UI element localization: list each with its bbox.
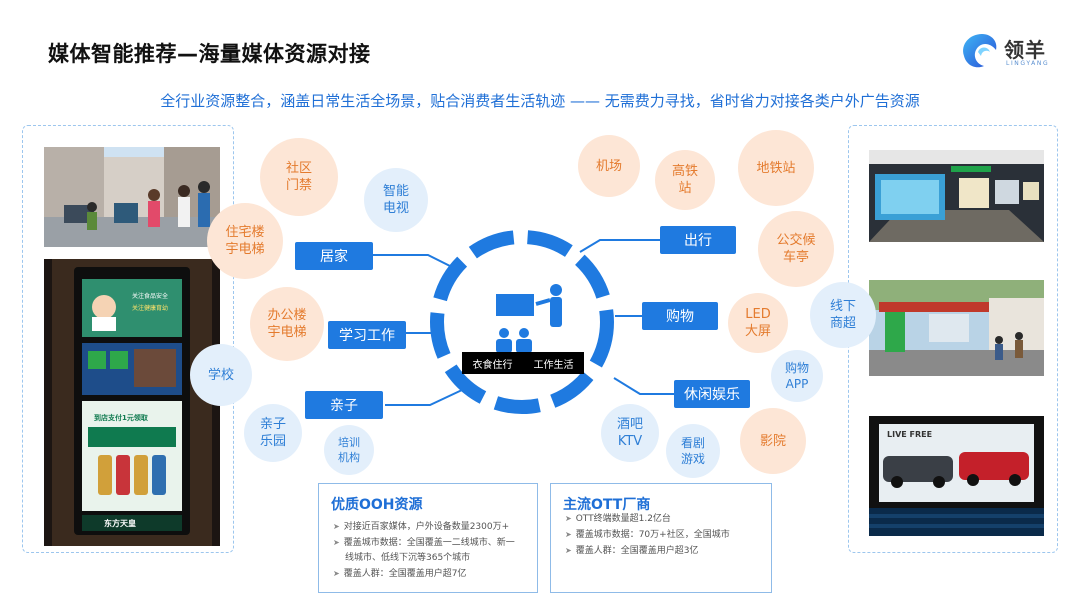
bubble-bus-stop: 公交候 车亭 [758,211,834,287]
page-title: 媒体智能推荐—海量媒体资源对接 [48,42,371,66]
left-photo-panel [22,125,234,553]
tag-leisure: 休闲娱乐 [674,380,750,408]
cinema-ad-text: LIVE FREE [887,430,933,439]
bubble-cinema: 影院 [740,408,806,474]
ooh-item: ➤覆盖人群：全国覆盖用户超7亿 [333,569,467,579]
tag-shopping: 购物 [642,302,718,330]
bubble-parent-park: 亲子 乐园 [244,404,302,462]
bubble-residential-elevator: 住宅楼 宇电梯 [207,203,283,279]
bubble-led-screen: LED 大屏 [728,293,788,353]
bubble-offline-mall: 线下 商超 [810,282,876,348]
ooh-item: 线城市、低线下沉等365个城市 [345,553,471,563]
bubble-subway: 地铁站 [738,130,814,206]
community-gate-photo [44,147,220,247]
elevator-screen-promo-text: 到店支付1元领取 [94,414,148,422]
bubble-high-speed-rail: 高铁 站 [655,150,715,210]
center-caption: 衣食住行 工作生活 [462,352,584,374]
center-label-right: 工作生活 [533,359,574,371]
subtitle: 全行业资源整合，涵盖日常生活全场景，贴合消费者生活轨迹 —— 无需费力寻找，省时… [160,92,920,110]
elevator-screen-photo: 关注食品安全 关注健康育幼 到店支付1元领取 东方天皇 [44,259,220,546]
logo-name: 领羊 [1004,38,1046,62]
elevator-screen-brand-text: 东方天皇 [104,519,136,528]
ott-card: 主流OTT厂商 ➤OTT终端数量超1.2亿台 ➤覆盖城市数据：70万+社区，全国… [550,483,772,593]
bubble-smart-tv: 智能 电视 [364,168,428,232]
tag-study-work: 学习工作 [328,321,406,349]
ott-item: ➤覆盖城市数据：70万+社区，全国城市 [565,530,730,540]
tag-home: 居家 [295,242,373,270]
bubble-training: 培训 机构 [324,425,374,475]
ott-item: ➤覆盖人群：全国覆盖用户超3亿 [565,546,699,556]
ooh-item: ➤对接近百家媒体，户外设备数量2300万+ [333,522,510,532]
bubble-drama-games: 看剧 游戏 [666,424,720,478]
ooh-card-title: 优质OOH资源 [331,497,423,513]
bubble-airport: 机场 [578,135,640,197]
ram-logo-icon [963,34,997,68]
ott-item: ➤OTT终端数量超1.2亿台 [565,514,671,524]
elevator-screen-sub-text: 关注健康育幼 [132,305,169,312]
elevator-screen-top-text: 关注食品安全 [132,293,169,300]
tag-parent-child: 亲子 [305,391,383,419]
cinema-photo: LIVE FREE [869,416,1044,536]
bubble-office-elevator: 办公楼 宇电梯 [250,287,324,361]
bubble-school: 学校 [190,344,252,406]
logo-sub: LINGYANG [1006,60,1050,67]
ooh-item: ➤覆盖城市数据：全国覆盖一二线城市、新一 [333,538,515,548]
ooh-card: 优质OOH资源 ➤对接近百家媒体，户外设备数量2300万+ ➤覆盖城市数据：全国… [318,483,538,593]
bubble-shopping-app: 购物 APP [771,350,823,402]
bubble-community-gate: 社区 门禁 [260,138,338,216]
tag-travel: 出行 [660,226,736,254]
brand-logo: 领羊 LINGYANG [954,26,1064,76]
subway-photo [869,150,1044,242]
ott-card-title: 主流OTT厂商 [563,497,651,513]
bubble-bar-ktv: 酒吧 KTV [601,404,659,462]
bus-stop-photo [869,280,1044,376]
center-label-left: 衣食住行 [472,359,513,371]
